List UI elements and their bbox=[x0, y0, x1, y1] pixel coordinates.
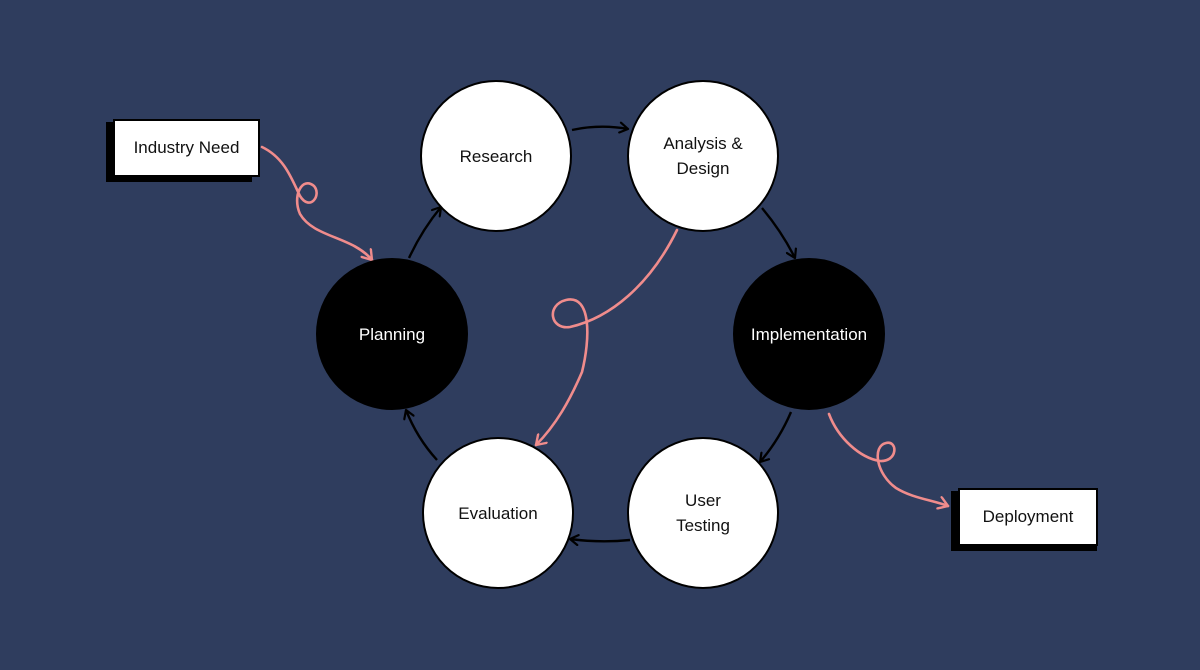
industry-need-box: Industry Need bbox=[113, 119, 260, 177]
node-label: Implementation bbox=[750, 324, 868, 344]
box-label: Deployment bbox=[982, 507, 1074, 526]
arrow-analysis-to-evaluation bbox=[534, 228, 679, 447]
node-evaluation: Evaluation bbox=[422, 437, 574, 589]
node-label: User Testing bbox=[676, 491, 730, 535]
node-user-testing: User Testing bbox=[627, 437, 779, 589]
box-label: Industry Need bbox=[133, 138, 240, 157]
arrow-evaluation-to-planning bbox=[406, 410, 438, 461]
arrow-implementation-to-usertesting bbox=[760, 411, 793, 462]
node-label: Planning bbox=[358, 324, 426, 344]
node-research: Research bbox=[420, 80, 572, 232]
arrow-usertesting-to-evaluation bbox=[570, 539, 631, 541]
node-planning: Planning bbox=[316, 258, 468, 410]
node-analysis-design: Analysis & Design bbox=[627, 80, 779, 232]
arrow-research-to-analysis bbox=[571, 127, 628, 130]
arrow-implementation-to-deployment bbox=[827, 412, 950, 506]
deployment-box: Deployment bbox=[958, 488, 1098, 546]
node-label: Analysis & Design bbox=[663, 134, 743, 178]
arrow-industryneed-to-planning bbox=[260, 145, 374, 262]
node-implementation: Implementation bbox=[733, 258, 885, 410]
arrow-analysis-to-implementation bbox=[761, 207, 795, 258]
node-label: Research bbox=[459, 146, 533, 166]
arrow-planning-to-research bbox=[407, 207, 441, 259]
node-label: Evaluation bbox=[458, 503, 538, 523]
